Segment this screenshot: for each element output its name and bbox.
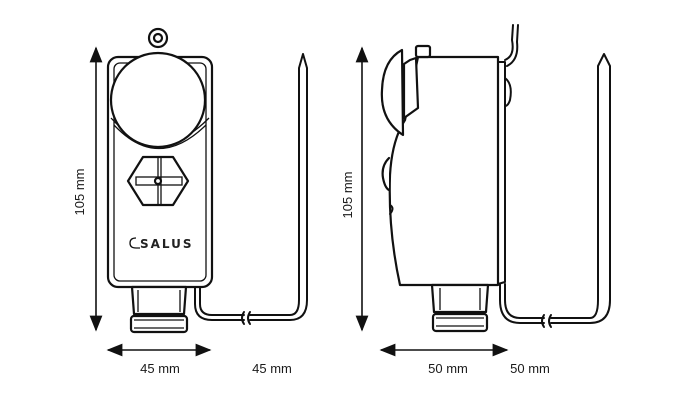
side-dial: [380, 48, 405, 137]
front-probe-label: 45 mm: [252, 361, 292, 376]
front-width-label: 45 mm: [140, 361, 180, 376]
side-depth-label: 50 mm: [428, 361, 468, 376]
temperature-dial: [109, 51, 207, 149]
svg-text:SALUS: SALUS: [140, 237, 194, 251]
mounting-bracket: [497, 61, 506, 285]
front-view: SALUS 105 mm 45 mm 45 mm: [72, 27, 308, 376]
side-capillary-probe: [499, 53, 611, 328]
front-capillary-probe: [194, 53, 308, 325]
salus-logo: SALUS: [129, 237, 194, 251]
side-height-label: 105 mm: [340, 172, 355, 219]
front-height-label: 105 mm: [72, 169, 87, 216]
front-nut: [130, 285, 188, 316]
side-nut: [430, 283, 490, 314]
hex-adjuster-icon: [126, 155, 190, 207]
side-view: 105 mm 50 mm 50 mm: [340, 24, 611, 376]
side-probe-label: 50 mm: [510, 361, 550, 376]
